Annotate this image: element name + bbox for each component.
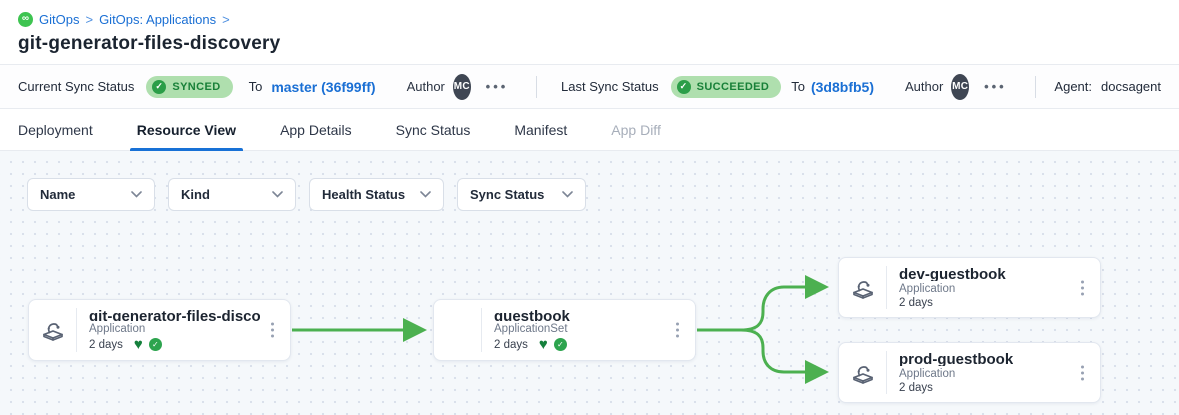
breadcrumb-separator: > xyxy=(222,12,230,27)
chevron-down-icon xyxy=(420,191,431,198)
chevron-down-icon xyxy=(562,191,573,198)
filter-sync-status-dropdown[interactable]: Sync Status xyxy=(457,178,586,211)
page-title: git-generator-files-discovery xyxy=(18,33,1161,55)
check-circle-icon: ✓ xyxy=(152,80,166,94)
node-meta: 2 days ♥ ✓ xyxy=(494,337,570,352)
filter-sync-status-label: Sync Status xyxy=(470,187,544,202)
last-sync-badge-text: SUCCEEDED xyxy=(697,81,770,93)
graph-node-prod-guestbook[interactable]: prod-guestbook Application 2 days xyxy=(838,342,1101,403)
check-circle-icon: ✓ xyxy=(554,338,567,351)
breadcrumb-gitops[interactable]: GitOps xyxy=(39,12,79,27)
divider xyxy=(536,76,537,98)
graph-node-git-generator-files-discovery[interactable]: git-generator-files-disco... Application… xyxy=(28,299,291,361)
agent-value: docsagent xyxy=(1101,79,1161,94)
page-header: ∞ GitOps > GitOps: Applications > git-ge… xyxy=(0,0,1179,64)
heart-health-icon: ♥ xyxy=(134,337,143,352)
last-to-label: To xyxy=(791,79,805,94)
node-meta: 2 days xyxy=(899,297,1006,309)
filter-name-label: Name xyxy=(40,187,75,202)
node-body: prod-guestbook Application 2 days xyxy=(887,343,1043,402)
node-body: guestbook ApplicationSet 2 days ♥ ✓ xyxy=(482,300,600,360)
current-to-label: To xyxy=(249,79,263,94)
application-icon xyxy=(839,343,886,402)
current-author-label: Author xyxy=(407,79,445,94)
graph-node-dev-guestbook[interactable]: dev-guestbook Application 2 days xyxy=(838,257,1101,318)
breadcrumb: ∞ GitOps > GitOps: Applications > xyxy=(18,10,1161,28)
current-sync-status-badge: ✓ SYNCED xyxy=(146,76,232,98)
last-author-label: Author xyxy=(905,79,943,94)
filter-kind-label: Kind xyxy=(181,187,210,202)
tab-manifest[interactable]: Manifest xyxy=(507,109,574,150)
node-title: git-generator-files-disco... xyxy=(89,308,260,321)
node-icon-empty xyxy=(434,300,481,360)
node-body: git-generator-files-disco... Application… xyxy=(77,300,290,360)
breadcrumb-applications[interactable]: GitOps: Applications xyxy=(99,12,216,27)
node-age: 2 days xyxy=(89,339,123,351)
last-revision-link[interactable]: (3d8bfb5) xyxy=(811,79,874,95)
node-age: 2 days xyxy=(899,297,933,309)
kebab-menu-icon[interactable] xyxy=(672,319,683,342)
current-revision-link[interactable]: master (36f99ff) xyxy=(271,79,375,95)
node-title: guestbook xyxy=(494,308,570,321)
check-circle-icon: ✓ xyxy=(149,338,162,351)
node-title: dev-guestbook xyxy=(899,266,1006,281)
current-author-avatar: MC xyxy=(453,74,471,100)
current-sync-status-label: Current Sync Status xyxy=(18,79,134,94)
sync-status-bar: Current Sync Status ✓ SYNCED To master (… xyxy=(0,64,1179,109)
application-icon xyxy=(839,258,886,317)
kebab-menu-icon[interactable] xyxy=(1077,276,1088,299)
node-title: prod-guestbook xyxy=(899,351,1013,366)
node-kind: Application xyxy=(89,323,260,335)
filter-health-status-label: Health Status xyxy=(322,187,405,202)
tab-bar: Deployment Resource View App Details Syn… xyxy=(0,109,1179,151)
resource-graph-canvas[interactable]: Name Kind Health Status Sync Status xyxy=(0,151,1179,415)
kebab-menu-icon[interactable] xyxy=(267,319,278,342)
current-more-button[interactable]: ••• xyxy=(486,79,509,94)
node-kind: Application xyxy=(899,368,1013,380)
chevron-down-icon xyxy=(272,191,283,198)
kebab-menu-icon[interactable] xyxy=(1077,361,1088,384)
agent-label: Agent: xyxy=(1054,79,1092,94)
graph-node-guestbook[interactable]: guestbook ApplicationSet 2 days ♥ ✓ xyxy=(433,299,696,361)
last-more-button[interactable]: ••• xyxy=(984,79,1007,94)
chevron-down-icon xyxy=(131,191,142,198)
tab-deployment[interactable]: Deployment xyxy=(11,109,100,150)
last-author-avatar: MC xyxy=(951,74,969,100)
node-age: 2 days xyxy=(494,339,528,351)
last-sync-status-label: Last Sync Status xyxy=(561,79,659,94)
tab-app-diff: App Diff xyxy=(604,109,668,150)
node-meta: 2 days xyxy=(899,382,1013,394)
gitops-logo-icon: ∞ xyxy=(18,12,33,27)
graph-filters: Name Kind Health Status Sync Status xyxy=(27,178,586,211)
heart-health-icon: ♥ xyxy=(539,337,548,352)
node-kind: Application xyxy=(899,283,1006,295)
divider xyxy=(1035,76,1036,98)
breadcrumb-separator: > xyxy=(85,12,93,27)
check-circle-icon: ✓ xyxy=(677,80,691,94)
tab-app-details[interactable]: App Details xyxy=(273,109,359,150)
current-sync-badge-text: SYNCED xyxy=(172,81,220,93)
node-body: dev-guestbook Application 2 days xyxy=(887,258,1036,317)
node-age: 2 days xyxy=(899,382,933,394)
application-icon xyxy=(29,300,76,360)
tab-sync-status[interactable]: Sync Status xyxy=(389,109,478,150)
filter-name-dropdown[interactable]: Name xyxy=(27,178,155,211)
tab-resource-view[interactable]: Resource View xyxy=(130,109,243,150)
filter-kind-dropdown[interactable]: Kind xyxy=(168,178,296,211)
node-meta: 2 days ♥ ✓ xyxy=(89,337,260,352)
last-sync-status-badge: ✓ SUCCEEDED xyxy=(671,76,782,98)
node-kind: ApplicationSet xyxy=(494,323,570,335)
filter-health-status-dropdown[interactable]: Health Status xyxy=(309,178,444,211)
